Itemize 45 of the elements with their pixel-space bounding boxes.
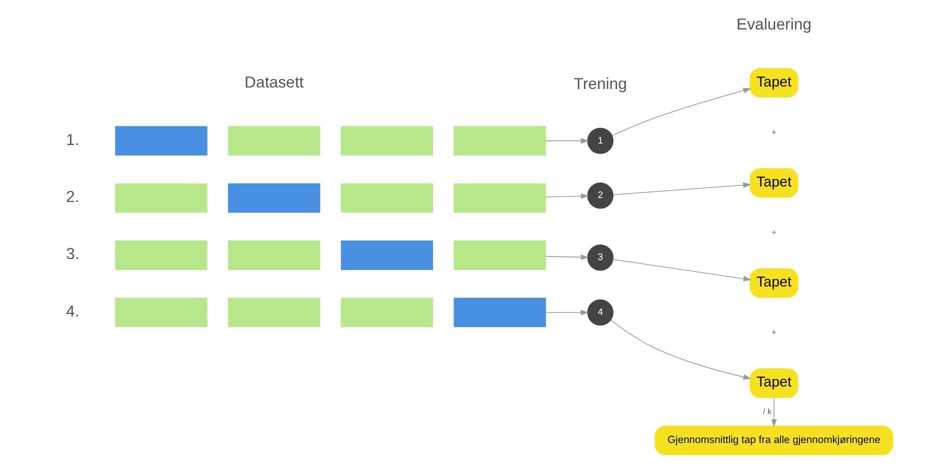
node-circle: 2 — [586, 182, 613, 209]
node-bar — [228, 126, 320, 156]
node-bar — [340, 240, 433, 270]
label: Evaluering — [736, 16, 812, 34]
node-box: Tapet — [749, 168, 798, 198]
arrow — [612, 182, 751, 196]
arrow — [610, 320, 751, 380]
node-circle: 3 — [586, 244, 613, 271]
label: Trening — [573, 76, 626, 94]
node-bar — [114, 298, 207, 328]
node-bar — [340, 126, 433, 156]
node-circle: 1 — [586, 128, 613, 154]
node-bar — [453, 240, 546, 270]
node-bar — [453, 126, 546, 156]
arrow — [544, 193, 588, 199]
arrow — [544, 310, 588, 316]
node-bar — [228, 183, 320, 213]
edge-label: / k — [762, 406, 771, 416]
node-bar — [114, 126, 207, 156]
node-bar — [114, 183, 207, 213]
node-box: Tapet — [749, 368, 798, 398]
node-circle: 4 — [586, 299, 613, 326]
label: Datasett — [244, 74, 304, 92]
arrow — [544, 138, 588, 144]
node-box: Gjennomsnittlig tap fra alle gjennomkjøringene — [654, 426, 893, 456]
node-bar — [228, 298, 320, 328]
arrow — [770, 397, 776, 428]
node-bar — [340, 183, 433, 213]
node-bar — [340, 298, 433, 328]
node-bar — [453, 298, 546, 328]
label: + — [771, 328, 776, 338]
node-bar — [228, 240, 320, 270]
label: 1. — [66, 132, 79, 149]
label: + — [771, 128, 776, 137]
arrow — [612, 258, 751, 282]
node-box: Tapet — [749, 268, 798, 298]
label: + — [771, 228, 776, 237]
node-bar — [114, 240, 207, 270]
label: 3. — [66, 246, 79, 264]
label: 2. — [66, 189, 79, 206]
label: 4. — [66, 303, 79, 320]
node-bar — [453, 183, 546, 213]
node-box: Tapet — [749, 68, 798, 98]
arrow — [544, 254, 588, 260]
arrow — [611, 88, 751, 136]
